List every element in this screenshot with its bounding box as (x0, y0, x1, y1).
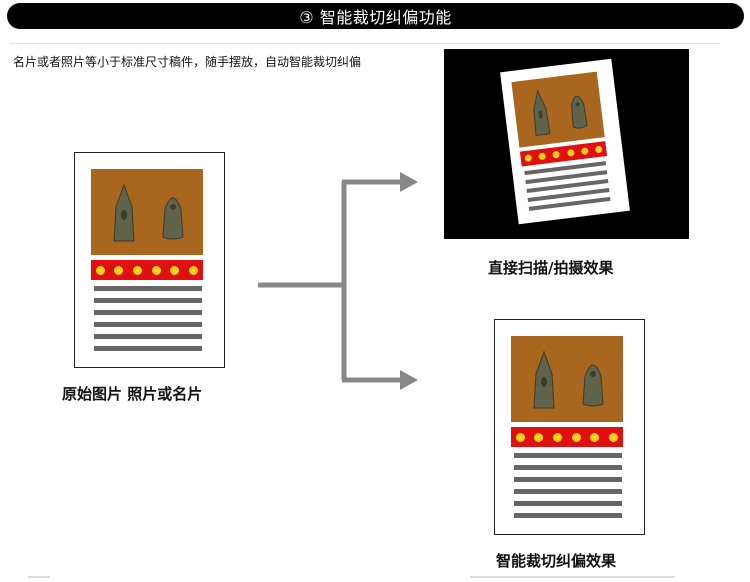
card-photo (511, 71, 605, 148)
dot (151, 265, 161, 275)
text-line (94, 286, 202, 291)
description-text: 名片或者照片等小于标准尺寸稿件，随手摆放，自动智能裁切纠偏 (13, 55, 362, 69)
dot (595, 145, 603, 154)
dot (170, 265, 180, 275)
dot (566, 149, 575, 157)
text-line (514, 465, 622, 470)
text-line (514, 453, 622, 458)
dot (538, 152, 547, 161)
text-line (514, 489, 622, 494)
red-dot-bar (91, 260, 203, 280)
dot (133, 265, 143, 275)
dot (534, 432, 544, 442)
cropped-card (494, 319, 645, 535)
dot (571, 432, 581, 442)
text-line (94, 298, 202, 303)
text-line (514, 477, 622, 482)
caption-crop: 智能裁切纠偏效果 (496, 552, 617, 570)
branch-arrows (258, 172, 418, 390)
caption-scan: 直接扫描/拍摄效果 (488, 259, 614, 277)
arrowhead-icon (400, 172, 418, 192)
card-photo (91, 169, 203, 255)
red-dot-bar (511, 427, 623, 447)
text-line (514, 501, 622, 506)
header-divider (10, 43, 720, 44)
text-line (94, 322, 202, 327)
text-line (94, 346, 202, 351)
dot (95, 265, 105, 275)
dot (580, 147, 589, 156)
dot (553, 432, 563, 442)
artifact-icons (533, 89, 588, 137)
dot (524, 154, 532, 163)
original-card (74, 152, 225, 368)
card-photo (511, 336, 623, 422)
artifact-icons (533, 350, 604, 409)
dot (552, 150, 561, 159)
text-line (94, 310, 202, 315)
dot (515, 432, 525, 442)
footer-divider (28, 576, 50, 578)
dot (114, 265, 124, 275)
section-title: ③ 智能裁切纠偏功能 (299, 8, 452, 27)
arrowhead-icon (400, 370, 418, 390)
text-line (94, 334, 202, 339)
artifact-icons (113, 183, 184, 242)
section-header: ③ 智能裁切纠偏功能 (7, 3, 744, 29)
dot (189, 265, 199, 275)
caption-original: 原始图片 照片或名片 (62, 385, 203, 403)
text-line (514, 513, 622, 518)
footer-divider (470, 576, 675, 578)
dot (590, 432, 600, 442)
scan-result-card (500, 58, 630, 225)
dot (609, 432, 619, 442)
